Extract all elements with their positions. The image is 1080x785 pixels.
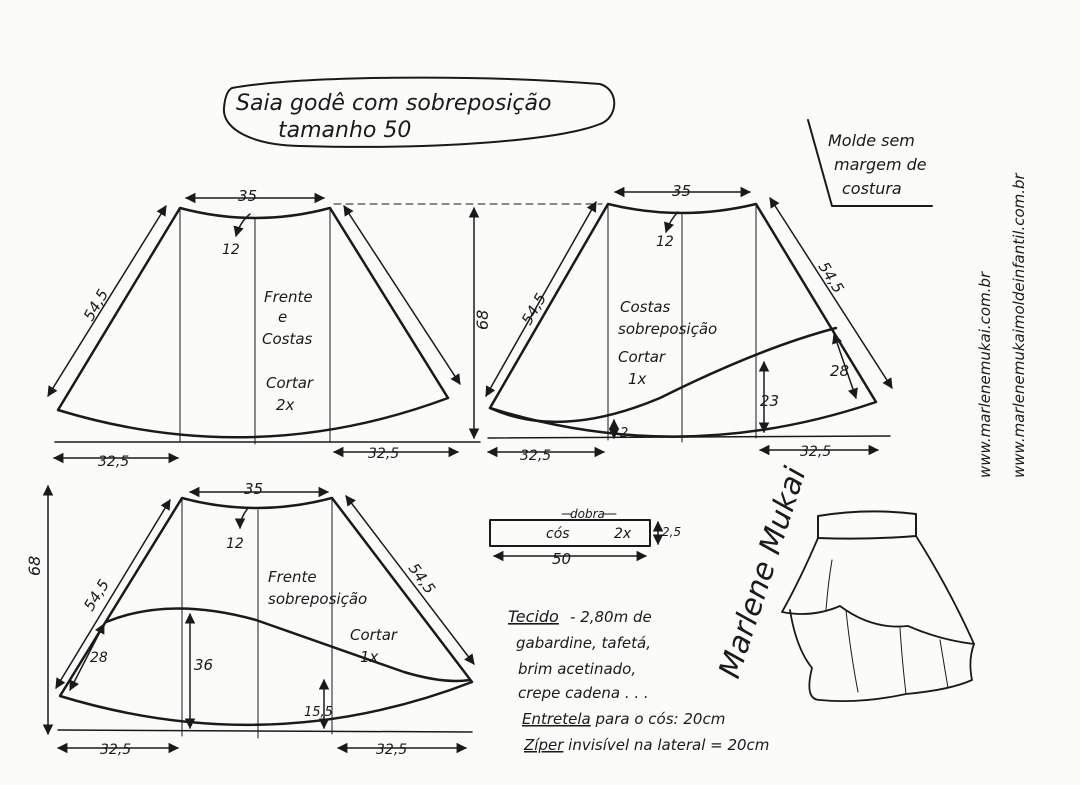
fb-waist-label: 35 <box>238 187 257 205</box>
fabric-line-5: Entretela para o cós: 20cm <box>522 710 725 728</box>
fb-drop-label: 12 <box>222 242 240 258</box>
note-box: Molde sem margem de costura <box>807 119 933 207</box>
fabric-line-1: - 2,80m de <box>570 608 652 626</box>
fo-h-right-label: 15,5 <box>304 705 333 720</box>
fo-side-left-label: 54,5 <box>80 576 113 614</box>
bo-h-inner-label: 23 <box>760 392 779 410</box>
fo-h-left-label: 28 <box>90 650 108 666</box>
piece-waistband: dobra cós 2x 2,5 50 <box>489 507 681 568</box>
wb-name-label: cós <box>546 526 570 542</box>
title-bubble: Saia godê com sobreposição tamanho 50 <box>222 76 616 148</box>
fabric-line-6: Zíper invisível na lateral = 20cm <box>523 736 769 754</box>
bo-drop-label: 12 <box>656 234 674 250</box>
fb-hem-left-label: 32,5 <box>98 454 129 470</box>
fo-cut-1: Cortar <box>350 626 398 644</box>
bo-waist-label: 35 <box>672 182 691 200</box>
fo-cut-2: 1x <box>360 648 379 666</box>
bo-h-outer-label: 28 <box>830 362 849 380</box>
fabric-line-4: crepe cadena . . . <box>518 684 649 702</box>
fb-label-2: e <box>278 308 287 326</box>
note-line-2: margem de <box>834 155 927 174</box>
bo-label-2: sobreposição <box>618 320 717 338</box>
skirt-sketch-icon <box>781 510 975 703</box>
signature: Marlene Mukai <box>712 462 813 682</box>
fo-label-2: sobreposição <box>268 590 367 608</box>
fabric-heading: Tecido <box>508 607 559 626</box>
fb-side-left-label: 54,5 <box>80 286 112 324</box>
fo-hem-left-label: 32,5 <box>100 742 131 758</box>
title-line-2: tamanho 50 <box>278 118 411 143</box>
title-line-1: Saia godê com sobreposição <box>236 91 551 116</box>
wb-width-label: 50 <box>552 550 571 568</box>
bo-side-left-label: 54,5 <box>518 290 550 328</box>
fb-label-1: Frente <box>264 288 313 306</box>
bo-side-right-label: 54,5 <box>815 259 848 297</box>
website-1: www.marlenemukai.com.br <box>976 271 994 478</box>
bo-hem-right-label: 32,5 <box>800 444 831 460</box>
bo-hem-left-label: 32,5 <box>520 448 551 464</box>
piece-front-overlay: 35 12 68 54,5 54,5 32,5 32,5 28 36 15,5 … <box>25 480 475 758</box>
length-label: 68 <box>473 310 492 330</box>
fabric-notes: Tecido - 2,80m de gabardine, tafetá, bri… <box>508 607 769 754</box>
fo-drop-label: 12 <box>226 536 244 552</box>
fo-h-mid-label: 36 <box>194 656 213 674</box>
fo-length-label: 68 <box>25 556 44 576</box>
bo-cut-1: Cortar <box>618 348 666 366</box>
wb-height-label: 2,5 <box>662 525 681 539</box>
piece-front-back: 35 12 54,5 32,5 32,5 Frente e Costas Cor… <box>47 187 481 470</box>
fb-label-3: Costas <box>262 330 313 348</box>
signature-text: Marlene Mukai <box>712 462 813 682</box>
fo-side-right-label: 54,5 <box>405 560 439 598</box>
length-dimension: 68 <box>333 203 603 440</box>
note-line-1: Molde sem <box>828 131 915 150</box>
bo-cut-2: 1x <box>628 370 647 388</box>
bo-label-1: Costas <box>620 298 671 316</box>
wb-fold-label: dobra <box>570 507 605 521</box>
piece-back-overlay: 35 12 54,5 54,5 32,5 32,5 23 28 2 Costas… <box>485 182 893 464</box>
fb-hem-right-label: 32,5 <box>368 446 399 462</box>
fo-waist-label: 35 <box>244 480 263 498</box>
fo-hem-right-label: 32,5 <box>376 742 407 758</box>
bo-h-low-label: 2 <box>620 426 628 441</box>
fb-cut-2: 2x <box>276 396 295 414</box>
wb-cut-label: 2x <box>614 526 632 542</box>
fb-cut-1: Cortar <box>266 374 314 392</box>
website-2: www.marlenemukaimoldeinfantil.com.br <box>1010 172 1028 478</box>
fo-label-1: Frente <box>268 568 317 586</box>
fabric-line-3: brim acetinado, <box>518 660 636 678</box>
fabric-line-2: gabardine, tafetá, <box>516 634 651 652</box>
note-line-3: costura <box>842 179 902 198</box>
